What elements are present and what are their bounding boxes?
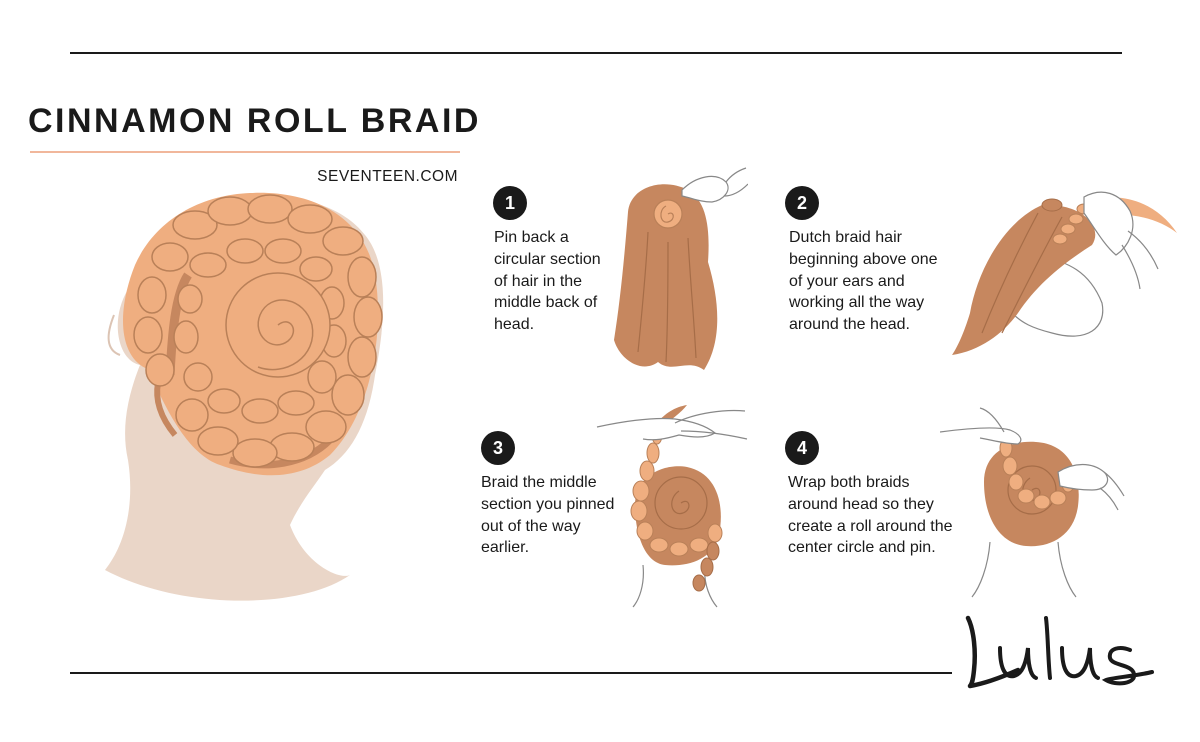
title-underline — [30, 151, 460, 153]
step-2-number: 2 — [785, 186, 819, 220]
bottom-rule — [70, 672, 952, 674]
step-3-text: Braid the middle section you pinned out … — [481, 474, 615, 557]
step-3-number: 3 — [481, 431, 515, 465]
page-title: CINNAMON ROLL BRAID — [28, 102, 481, 140]
step-1-number: 1 — [493, 186, 527, 220]
step-4-illustration — [940, 407, 1125, 598]
main-braid-illustration — [105, 192, 384, 601]
step-1-text: Pin back a circular section of hair in t… — [494, 229, 601, 334]
top-rule — [70, 52, 1122, 54]
source-credit: SEVENTEEN.COM — [317, 168, 458, 185]
step-4-number: 4 — [785, 431, 819, 465]
step-1-illustration — [614, 167, 748, 370]
step-2-illustration — [952, 191, 1177, 355]
lulus-logo — [965, 615, 1154, 689]
step-2-text: Dutch braid hair beginning above one of … — [789, 229, 938, 334]
step-4-text: Wrap both braids around head so they cre… — [788, 474, 953, 557]
step-3-illustration — [596, 405, 748, 608]
